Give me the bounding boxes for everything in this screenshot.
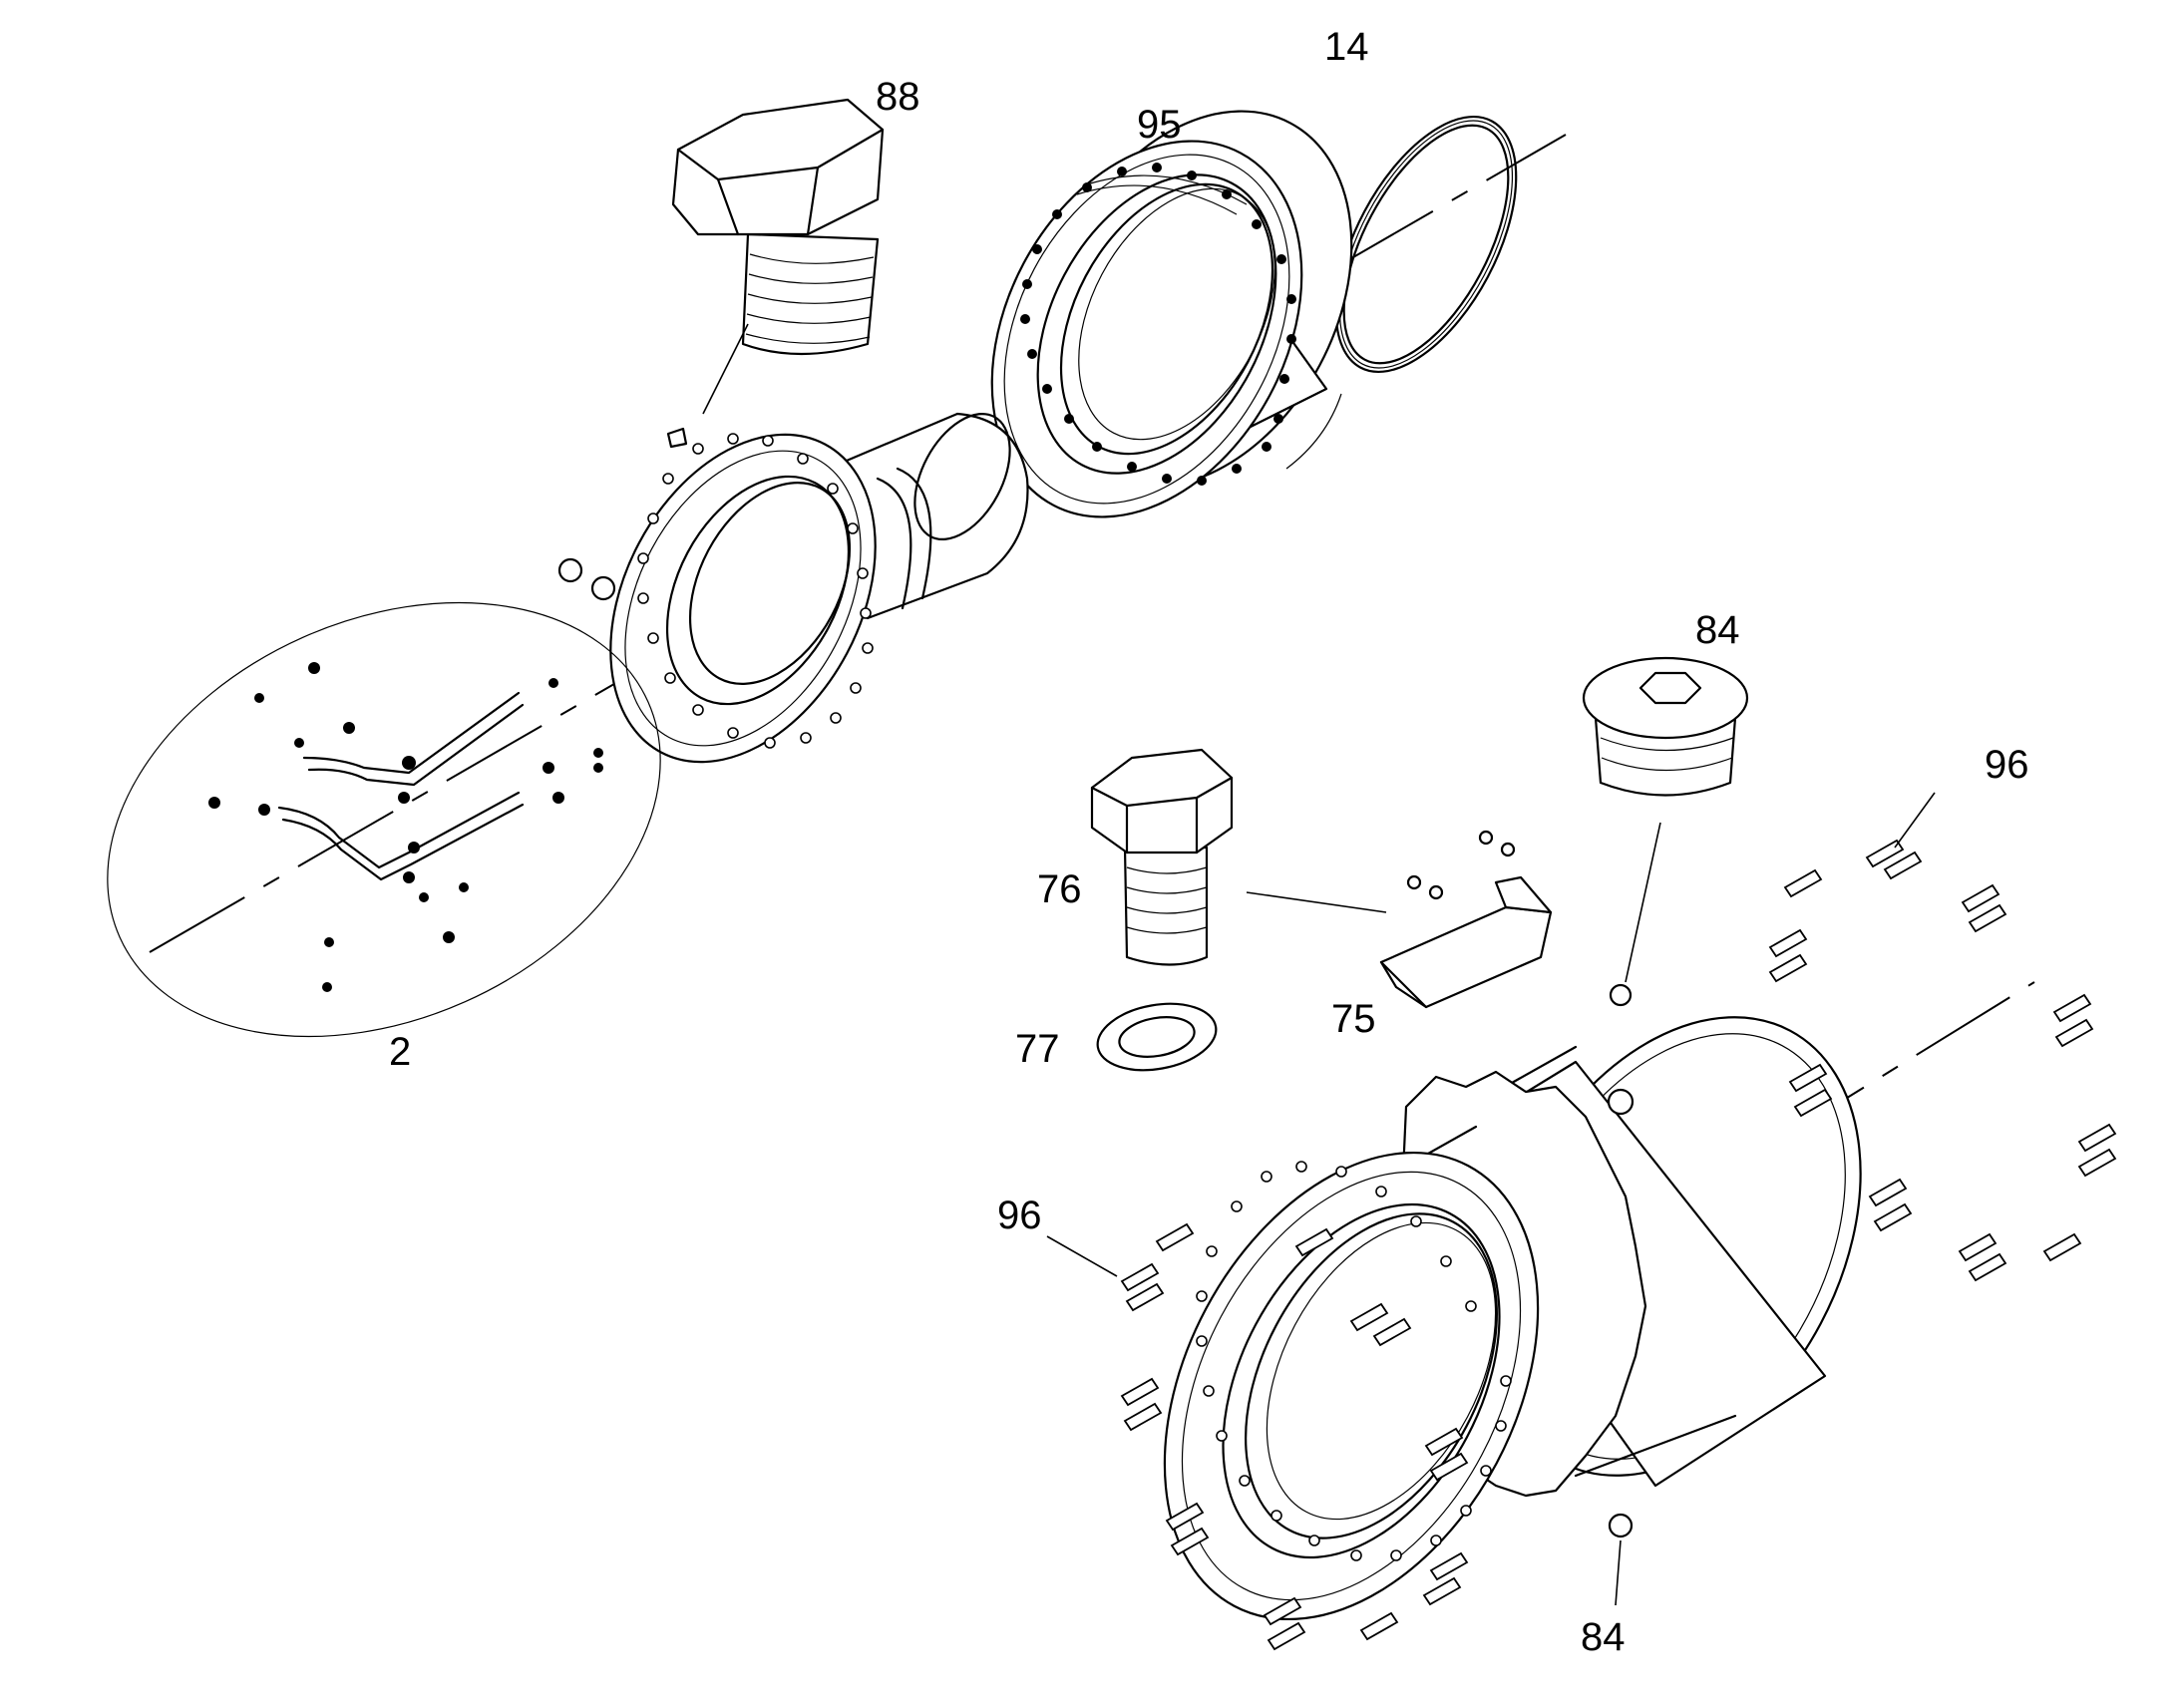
bolt-88-hex-head — [671, 98, 885, 236]
callout-88: 88 — [876, 75, 920, 119]
bracket-75-plate — [1379, 905, 1553, 1009]
callout-84-lower: 84 — [1581, 1615, 1626, 1659]
callout-2: 2 — [389, 1030, 411, 1074]
bracket-75 — [1379, 830, 1553, 1009]
wheel-studs-96 — [1046, 792, 2117, 1651]
wheel-hub-housing — [1163, 1016, 1862, 1621]
lower-axis-line — [1186, 981, 2035, 1507]
bolt-76-shank — [1123, 846, 1209, 966]
callout-96-upper: 96 — [1985, 743, 2029, 787]
callout-14: 14 — [1324, 25, 1369, 69]
axis-lines — [149, 134, 2035, 1507]
stud-group-upper-right — [1768, 839, 2117, 1282]
hub-front-flange — [1163, 1151, 1540, 1621]
hub-fill-port — [1607, 1088, 1635, 1116]
flange-bolt-holes — [637, 433, 874, 749]
plug-84 — [1582, 656, 1749, 1007]
spindle-flange-disc — [609, 433, 877, 764]
plug-84-lower-leader — [1615, 1539, 1622, 1606]
plug-84-head — [1582, 656, 1749, 740]
hub-flange-holes — [1196, 1161, 1512, 1561]
hub-drain-plug — [1608, 1513, 1634, 1538]
small-nut-1 — [557, 557, 583, 583]
pipe-1 — [302, 691, 521, 775]
bearing-ring-95 — [990, 110, 1353, 518]
bolt-88 — [671, 98, 885, 415]
callout-95: 95 — [1137, 103, 1182, 147]
callout-84-upper: 84 — [1695, 608, 1740, 652]
bolt-88-shank — [741, 232, 880, 356]
plug-84-hex-socket — [1638, 671, 1702, 705]
spindle-flange — [557, 412, 1029, 764]
callout-77: 77 — [1015, 1027, 1060, 1071]
pipe-2 — [277, 791, 521, 869]
plug-84-nut — [1609, 983, 1633, 1007]
callout-labels: 88 14 95 84 96 76 75 77 2 96 84 — [389, 25, 2029, 1659]
callout-96-lower: 96 — [997, 1194, 1042, 1237]
seal-ring-14 — [1334, 115, 1518, 374]
studs-96-upper-leader — [1894, 792, 1936, 849]
bolt-76 — [1090, 748, 1387, 966]
spindle-shaft — [826, 412, 1029, 620]
kit-2-boundary — [107, 601, 661, 1038]
plug-84-threads — [1594, 716, 1737, 797]
small-screw — [666, 427, 688, 449]
upper-axis-line — [149, 134, 1567, 953]
kit-2-fittings — [208, 662, 603, 992]
washer-77 — [1096, 1002, 1218, 1072]
small-nut-2 — [590, 575, 616, 601]
studs-96-lower-leader — [1046, 1235, 1118, 1277]
ring-95-bolt-holes — [1020, 163, 1296, 486]
stud-group-lower-left — [1120, 1222, 1469, 1651]
bolt-76-leader — [1246, 891, 1387, 913]
piping-kit-2 — [107, 601, 661, 1038]
callout-75: 75 — [1331, 997, 1376, 1041]
plug-84-leader — [1625, 822, 1661, 983]
bolt-88-leader — [702, 323, 749, 415]
bracket-75-screws — [1406, 830, 1516, 900]
callout-76: 76 — [1037, 867, 1082, 911]
